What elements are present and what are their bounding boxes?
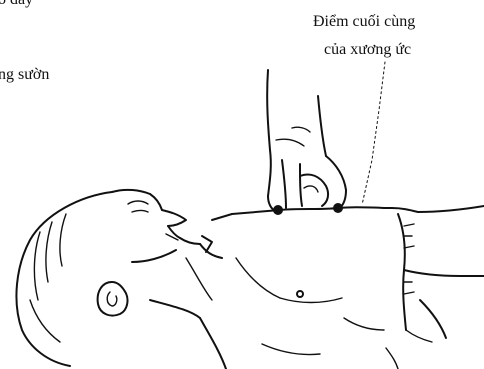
label-left-fragment: ng sườn: [0, 66, 49, 84]
patient-head: [16, 190, 200, 366]
label-sternum-end-line-2: của xương ức: [324, 41, 411, 59]
label-top-left-fragment: o đây: [0, 0, 33, 9]
patient-torso: [200, 206, 484, 369]
label-leader-line: [362, 62, 385, 205]
rescuer-hand: [267, 70, 346, 215]
label-sternum-end-line-1: Điểm cuối cùng: [313, 13, 415, 31]
